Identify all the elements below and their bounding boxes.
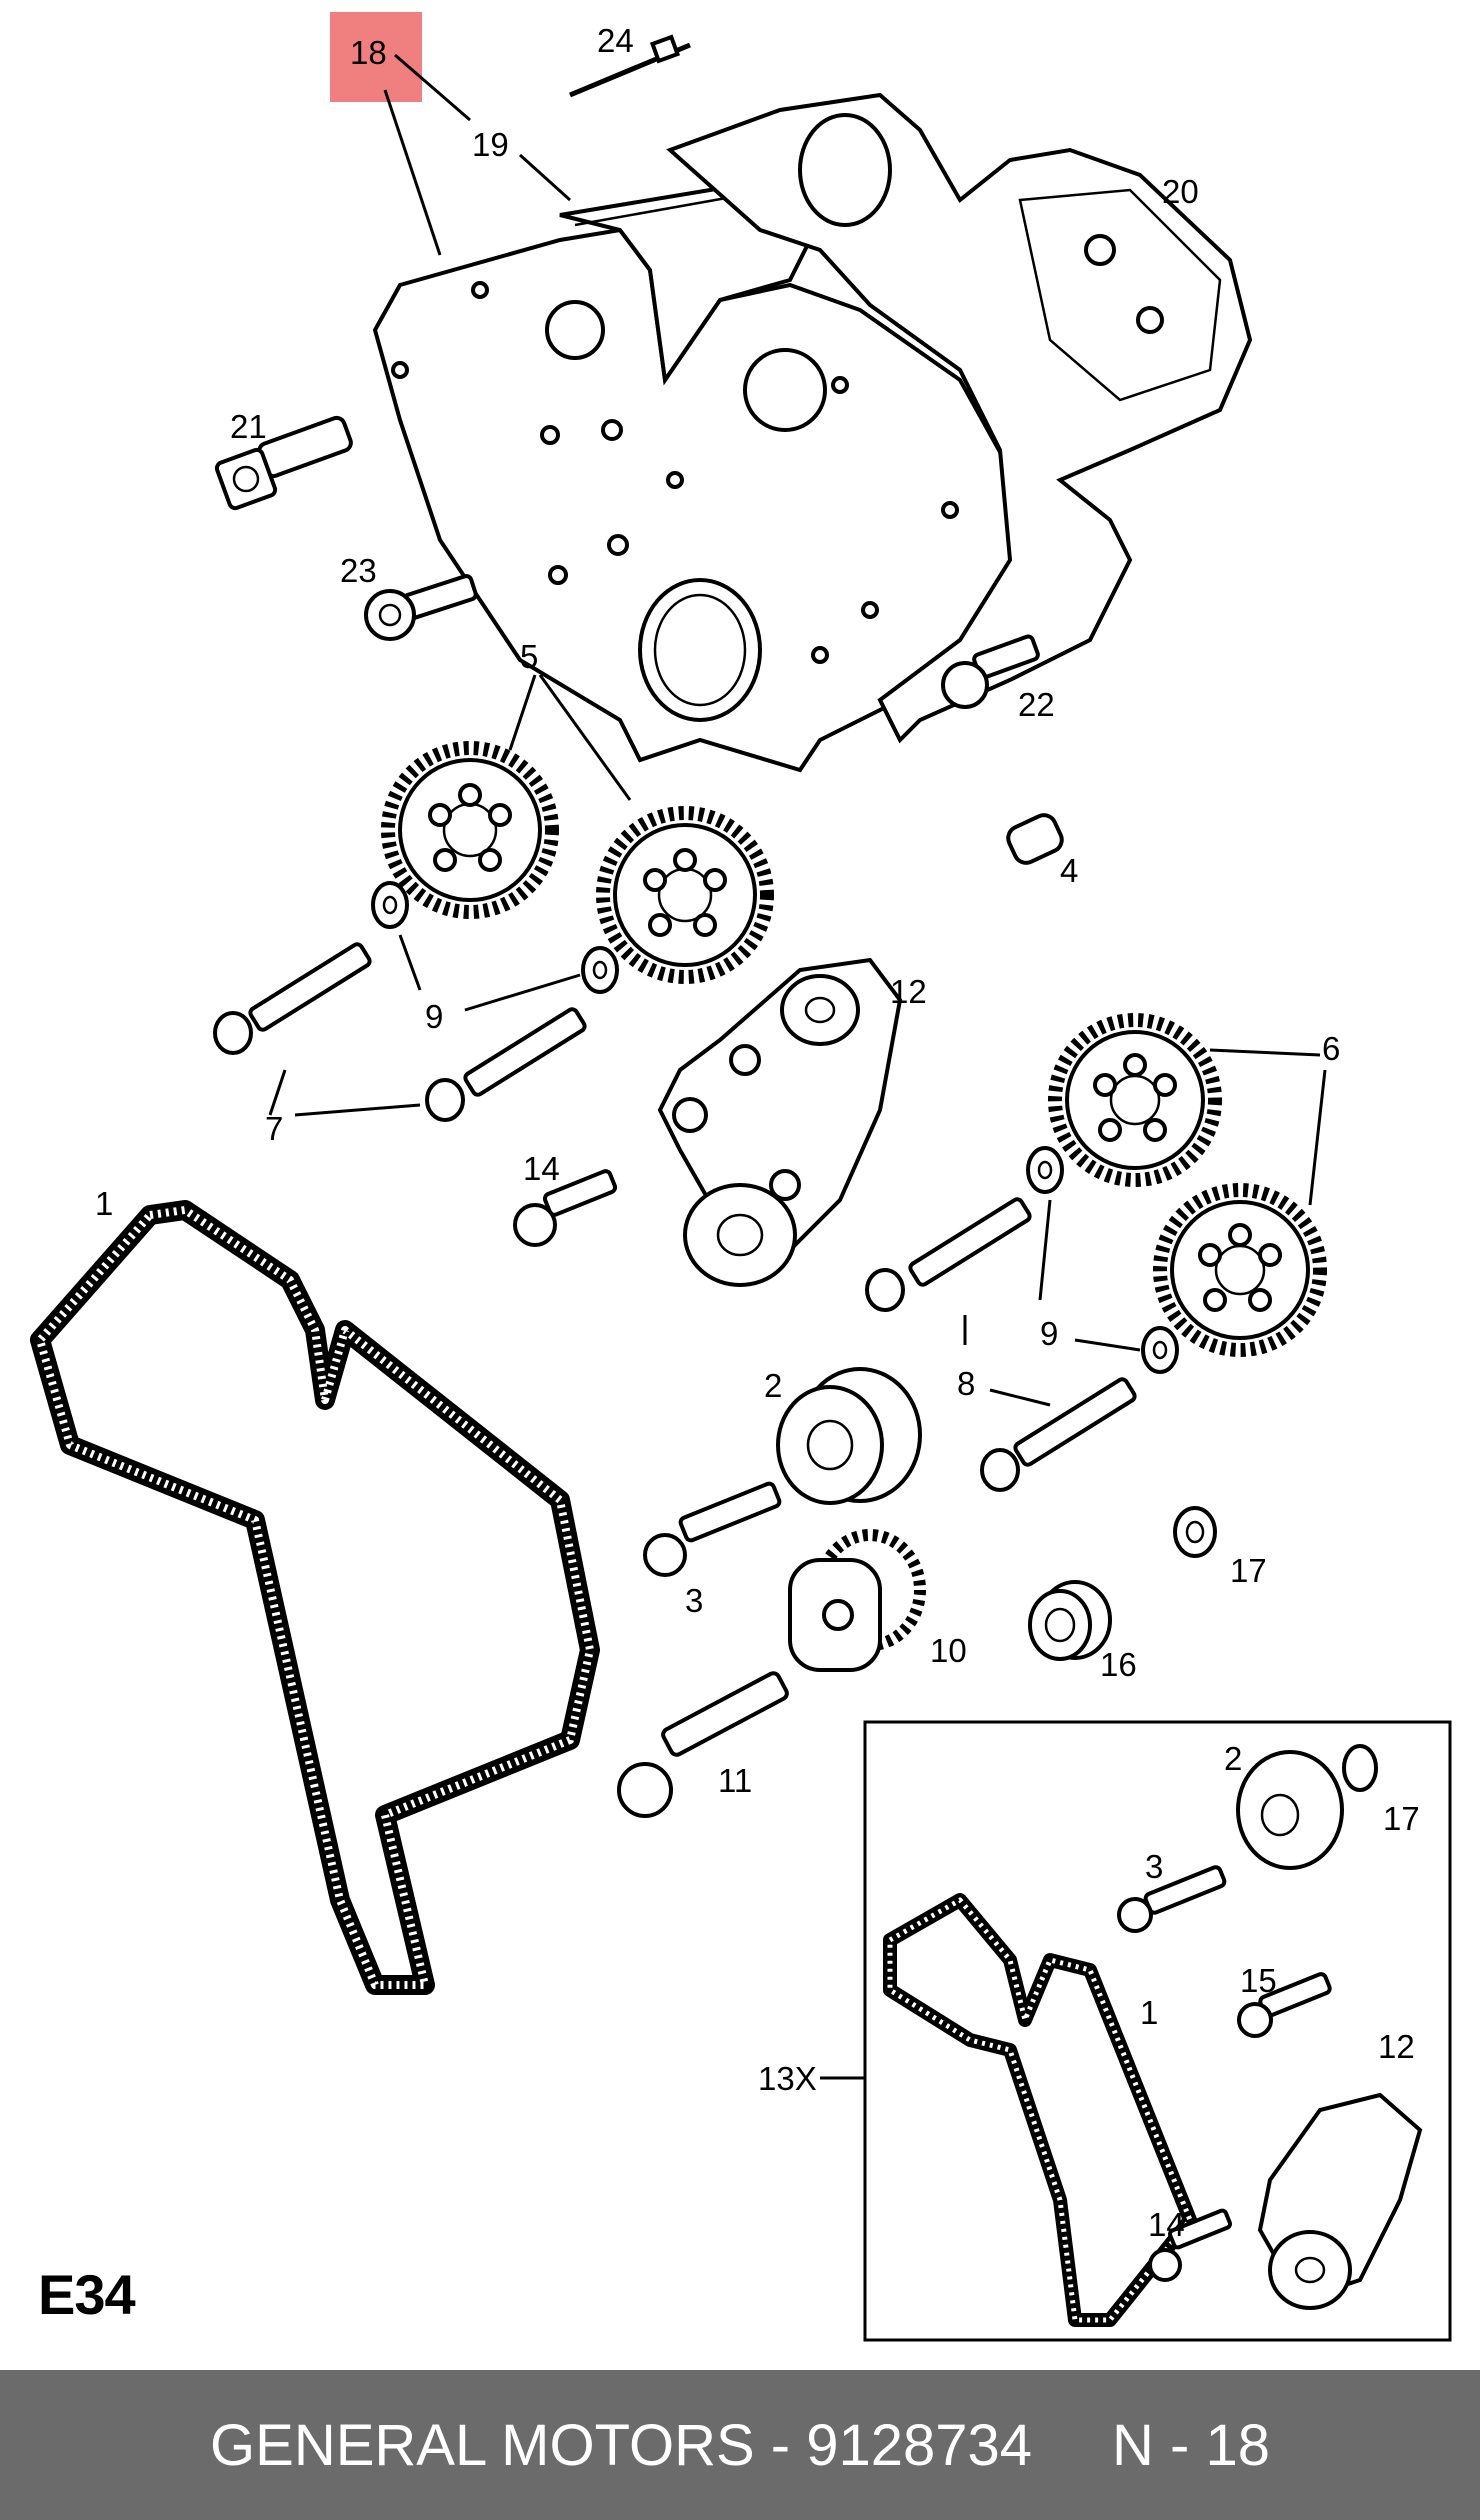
inset-callout-2: 2 [1224,1740,1242,1777]
idler-pulley [776,1367,922,1505]
gear-bolt [213,942,587,1122]
diagram-page-code: E34 [38,2263,136,2326]
callout-12: 12 [890,973,927,1010]
spacer [1028,1580,1112,1661]
inset-callout-3: 3 [1145,1848,1163,1885]
inset-callout-14: 14 [1148,2206,1185,2243]
callout-6: 6 [1322,1030,1340,1067]
callout-8: 8 [957,1365,975,1402]
callout-10: 10 [930,1632,967,1669]
callout-16: 16 [1100,1646,1137,1683]
rear-housing [666,92,1253,744]
leader-lines [268,53,1327,2080]
callout-20: 20 [1162,173,1199,210]
callout-1: 1 [95,1185,113,1222]
callout-9: 9 [425,998,443,1035]
camshaft-gear-right [596,806,774,984]
callout-4: 4 [1060,852,1078,889]
inset-callout-13x: 13X [758,2060,817,2097]
pulley-bolt [643,1481,782,1577]
callout-9: 9 [1040,1315,1058,1352]
footer-bar: GENERAL MOTORS - 9128734 N - 18 [0,2370,1480,2520]
callout-5: 5 [520,638,538,675]
callout-21: 21 [230,408,267,445]
intermediate-gear-lower [1153,1183,1327,1357]
cover-bolt [941,634,1040,709]
callout-23: 23 [340,552,377,589]
callout-14: 14 [523,1150,560,1187]
inset-callout-12: 12 [1378,2028,1415,2065]
intermediate-gear-upper [1048,1013,1222,1187]
footer-reference: N - 18 [1112,2412,1270,2478]
belt-tensioner [657,957,903,1287]
crankshaft-bolt [617,1671,789,1818]
callout-18-highlight [330,12,422,102]
dowel-pin [569,34,691,98]
callout-19: 19 [472,126,509,163]
callout-2: 2 [764,1367,782,1404]
flange-bolt [364,574,478,641]
callout-24: 24 [597,22,634,59]
callout-22: 22 [1018,686,1055,723]
callout-17: 17 [1230,1552,1267,1589]
washer [371,881,1179,1374]
footer-title: GENERAL MOTORS - 9128734 [210,2412,1033,2478]
callout-labels: 18 24 19 20 21 23 5 22 4 12 9 9 7 6 14 1… [95,22,1420,2243]
gear-bolt [865,1197,1137,1492]
camshaft-gear-left [381,741,559,919]
pulley-washer [1173,1506,1217,1558]
timing-belt [30,1200,600,1995]
sleeve [1006,813,1064,865]
callout-7: 7 [265,1110,283,1147]
callout-18: 18 [350,34,387,71]
callout-11: 11 [718,1762,752,1799]
inset-callout-15: 15 [1240,1962,1277,1999]
tensioner-bolt [513,1169,618,1247]
inset-callout-17: 17 [1383,1800,1420,1837]
inset-callout-1: 1 [1140,1994,1158,2031]
crankshaft-sprocket [788,1529,926,1672]
shoulder-bolt [214,415,353,511]
exploded-parts-diagram: 18 24 19 20 21 23 5 22 4 12 9 9 7 6 14 1… [30,12,1452,2342]
inset-variant-box [863,1720,1452,2342]
callout-3: 3 [685,1582,703,1619]
